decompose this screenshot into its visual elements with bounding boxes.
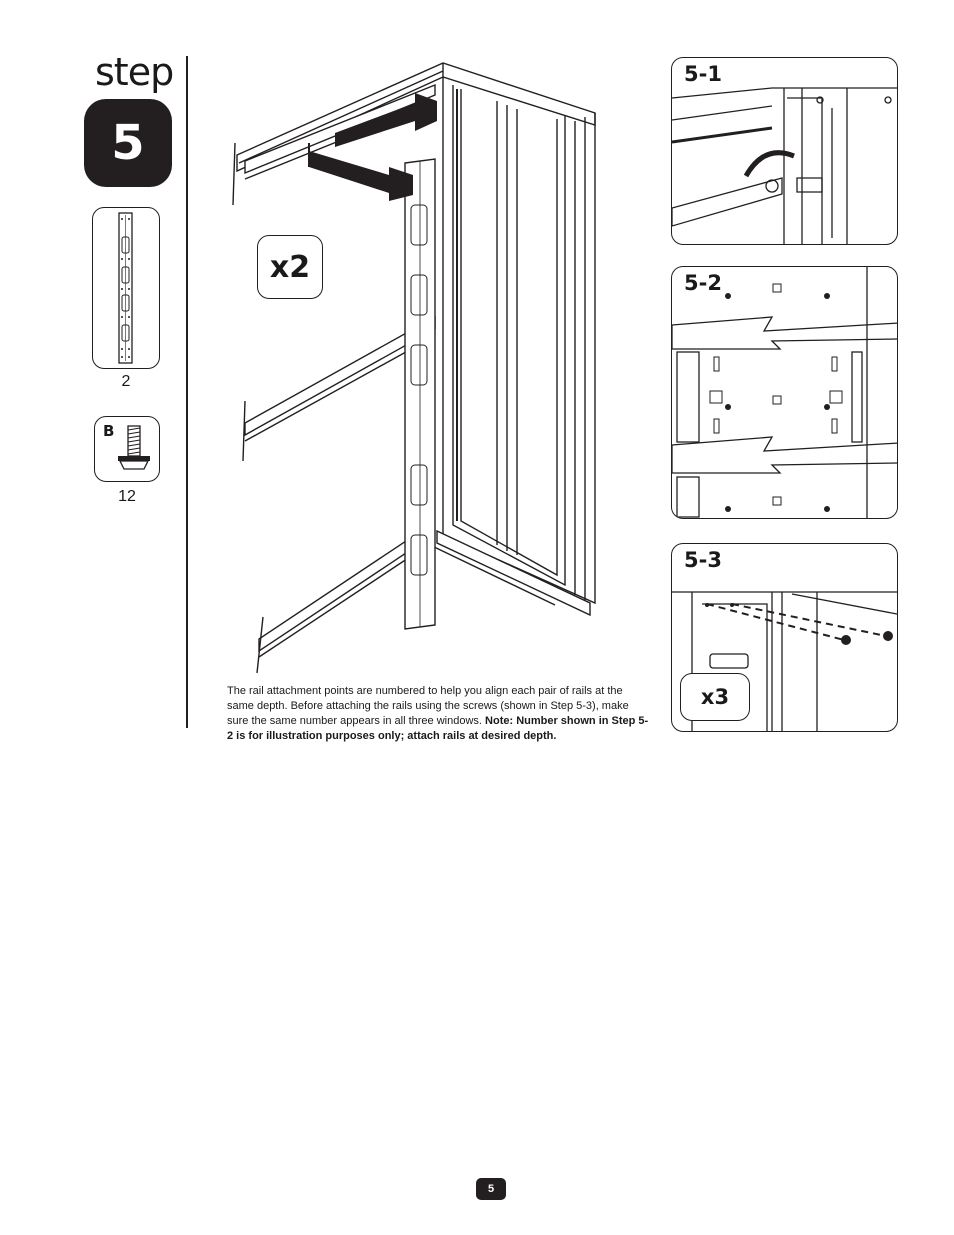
part-letter: B bbox=[103, 422, 115, 440]
part-rail-box bbox=[92, 207, 160, 369]
divider-line bbox=[186, 56, 188, 728]
instruction-text: The rail attachment points are numbered … bbox=[227, 684, 652, 744]
page-number-badge: 5 bbox=[476, 1178, 506, 1200]
part-screw-box: B bbox=[94, 416, 160, 482]
rail-hook-detail-illustration bbox=[672, 87, 897, 244]
panel-5-2-label: 5-2 bbox=[682, 271, 724, 295]
step-number-badge: 5 bbox=[84, 99, 172, 187]
part-screw-quantity: 12 bbox=[118, 488, 136, 505]
main-multiplier-badge: x2 bbox=[257, 235, 323, 299]
panel-5-2: 5-2 bbox=[671, 266, 898, 519]
part-rail-quantity: 2 bbox=[121, 373, 131, 390]
instruction-text-normal: The rail attachment points are numbered … bbox=[227, 685, 629, 727]
panel-5-1: 5-1 bbox=[671, 57, 898, 245]
panel-5-3-label: 5-3 bbox=[682, 548, 724, 572]
panel-5-1-label: 5-1 bbox=[682, 62, 724, 86]
panel-5-3: 5-3 x3 bbox=[671, 543, 898, 732]
vertical-rail-icon bbox=[118, 212, 133, 364]
screw-attachment-detail-illustration bbox=[672, 591, 897, 731]
rail-alignment-detail-illustration bbox=[672, 267, 897, 518]
main-assembly-diagram bbox=[232, 62, 596, 674]
step-label: step bbox=[95, 50, 174, 94]
screw-icon bbox=[118, 425, 150, 470]
instruction-text-bold: Note: Number shown in Step 5-2 is for il… bbox=[227, 715, 649, 742]
panel-5-3-multiplier-badge: x3 bbox=[680, 673, 750, 721]
